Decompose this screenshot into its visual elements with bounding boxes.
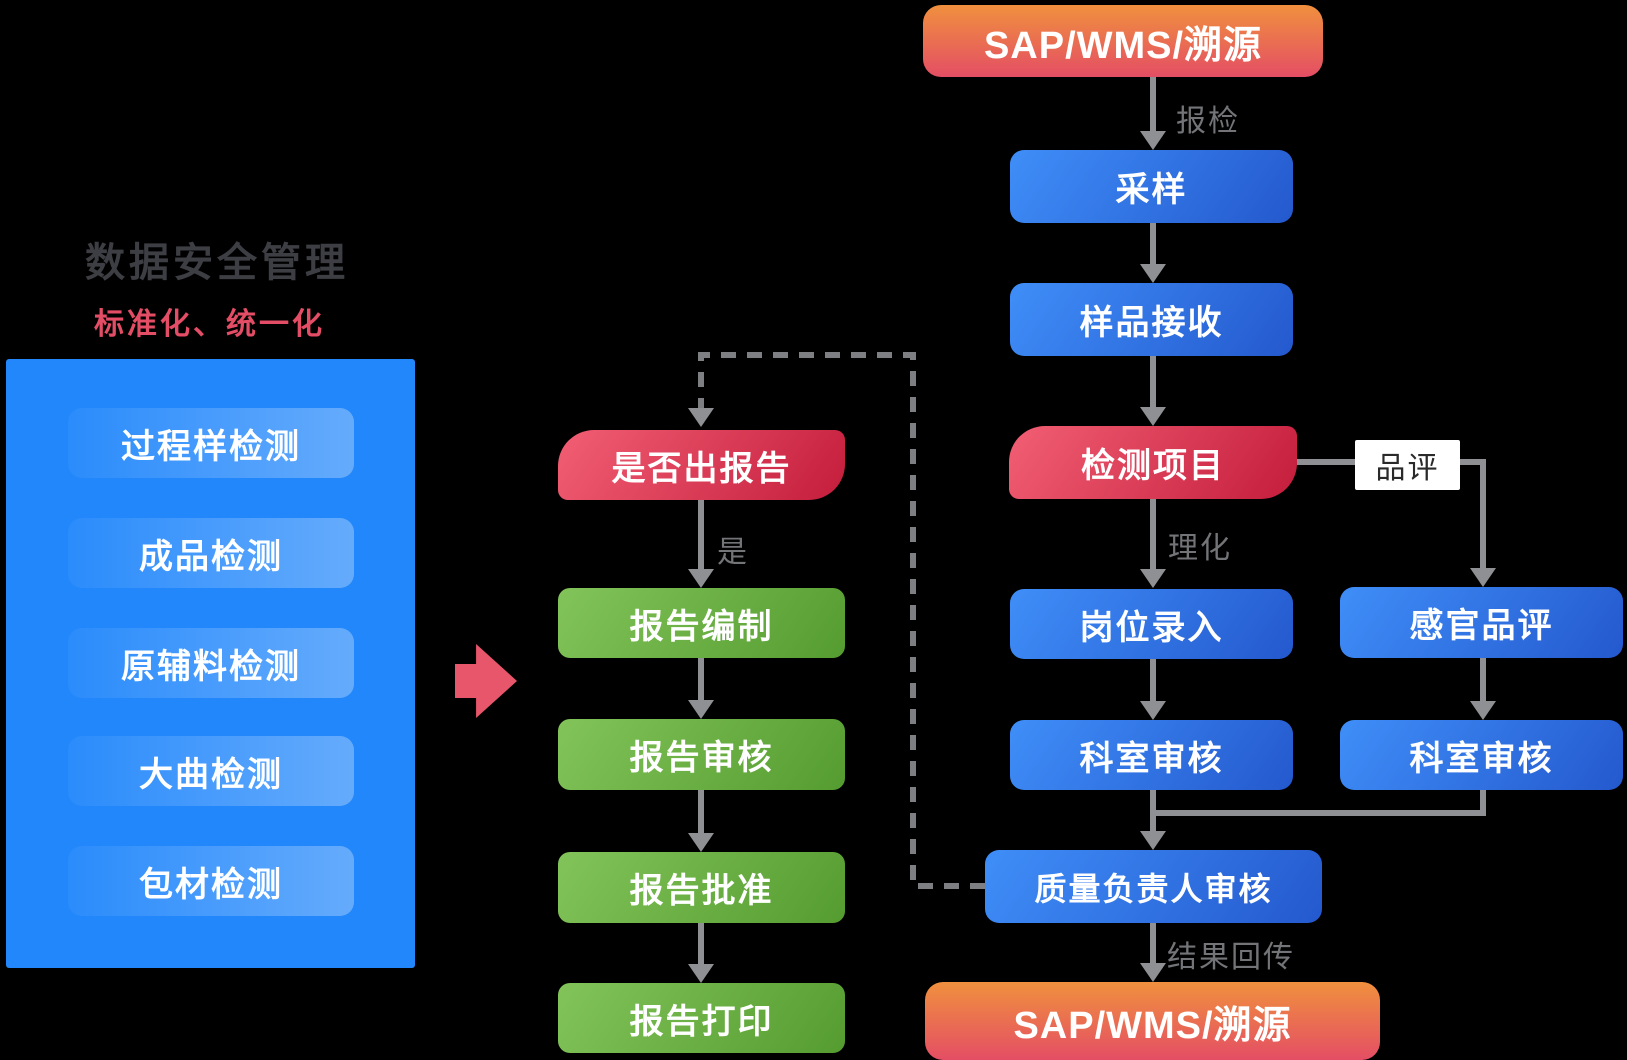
node-report-compile: 报告编制: [558, 588, 845, 658]
left-panel-title: 数据安全管理: [85, 241, 349, 285]
node-dept-review: 科室审核: [1010, 720, 1293, 790]
label-inspection-request: 报检: [1176, 105, 1240, 138]
panel-item-packaging: 包材检测: [68, 846, 354, 916]
label-yes: 是: [717, 536, 749, 569]
panel-item-raw-material: 原辅料检测: [68, 628, 354, 698]
panel-item-process-sample: 过程样检测: [68, 408, 354, 478]
node-sampling: 采样: [1010, 150, 1293, 223]
detection-category-panel: 过程样检测 成品检测 原辅料检测 大曲检测 包材检测: [6, 359, 415, 968]
node-report-decision: 是否出报告: [558, 430, 845, 500]
panel-item-daqu: 大曲检测: [68, 736, 354, 806]
node-report-approve: 报告批准: [558, 852, 845, 923]
label-physchem: 理化: [1168, 532, 1232, 565]
label-result-return: 结果回传: [1167, 941, 1295, 974]
left-panel-subtitle: 标准化、统一化: [94, 308, 325, 341]
node-report-print: 报告打印: [558, 983, 845, 1053]
node-sap-source: SAP/WMS/溯源: [923, 5, 1323, 77]
feedback-dashed-connector: [698, 352, 985, 889]
node-position-entry: 岗位录入: [1010, 589, 1293, 659]
node-sample-receive: 样品接收: [1010, 283, 1293, 356]
panel-item-finished-product: 成品检测: [68, 518, 354, 588]
solid-connectors: [698, 77, 1486, 965]
arrowheads: [688, 131, 1496, 983]
tag-sensory: 品评: [1355, 440, 1460, 490]
node-detection-items: 检测项目: [1009, 426, 1297, 499]
node-sensory-eval: 感官品评: [1340, 587, 1623, 658]
node-qa-review: 质量负责人审核: [985, 850, 1322, 923]
node-sensory-dept-review: 科室审核: [1340, 720, 1623, 790]
node-report-review: 报告审核: [558, 719, 845, 790]
node-sap-sink: SAP/WMS/溯源: [925, 982, 1380, 1060]
